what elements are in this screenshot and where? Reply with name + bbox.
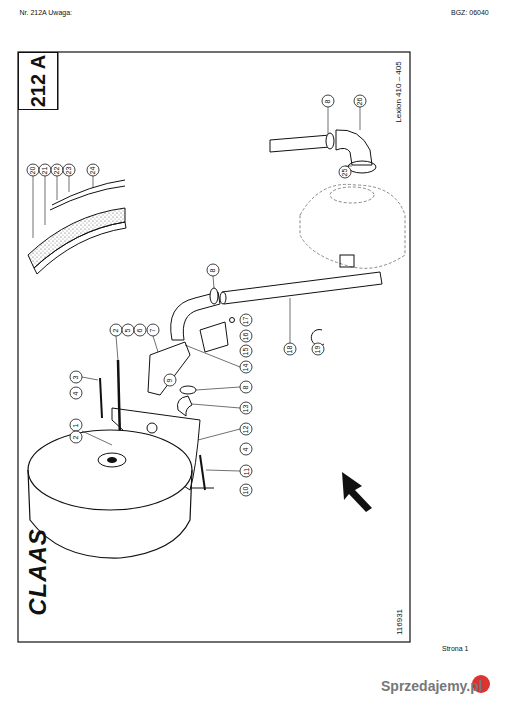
- callout-number: 18: [286, 345, 293, 353]
- callout-number: 22: [53, 166, 60, 174]
- callout-circle: [51, 164, 63, 176]
- callout-number: 20: [29, 166, 36, 174]
- callout-circle: [312, 343, 324, 355]
- callout-circle: [63, 164, 75, 176]
- callout-circle: [122, 324, 134, 336]
- callout-circle: [70, 371, 82, 383]
- brand-logo: CLAAS: [26, 528, 50, 616]
- callout-number: 8: [209, 268, 216, 272]
- callout-number: 6: [136, 328, 143, 332]
- callout-number: 26: [356, 97, 363, 105]
- callout-number: 11: [243, 467, 250, 474]
- callout-number: 2: [72, 435, 79, 439]
- callout-circle: [240, 423, 252, 435]
- callout-circle: [207, 264, 219, 276]
- callout-number: 21: [41, 166, 48, 174]
- callout-circle: [354, 95, 366, 107]
- callout-number: 4: [242, 447, 249, 451]
- callout-number: 8: [324, 99, 331, 103]
- callout-circle: [240, 484, 252, 496]
- callout-circle: [110, 324, 122, 336]
- callout-circle: [87, 164, 99, 176]
- callout-number: 4: [72, 391, 79, 395]
- callout-circle: [164, 374, 176, 386]
- callout-circle: [70, 419, 82, 431]
- callout-circle: [134, 324, 146, 336]
- callout-number: 10: [242, 486, 249, 494]
- sheet-text: Lexion 410 – 405: [394, 61, 402, 122]
- callout-number: 23: [65, 166, 72, 174]
- callout-number: 24: [89, 166, 96, 174]
- callout-circle: [284, 343, 296, 355]
- callout-number: 3: [72, 375, 79, 379]
- sheet-text: Nr. 212A Uwaga:: [20, 9, 73, 16]
- watermark: Sprzedajemy.pl: [381, 679, 483, 693]
- callout-number: 14: [242, 363, 249, 371]
- callout-circle: [339, 166, 351, 178]
- callout-number: 1: [72, 423, 79, 427]
- callout-circle: [240, 402, 252, 414]
- callout-circle: [240, 465, 252, 477]
- sheet-number: 212 A: [28, 55, 48, 108]
- callout-circle: [240, 330, 252, 342]
- callout-number: 12: [242, 425, 249, 433]
- callout-number: 9: [166, 378, 173, 382]
- callout-number: 8: [242, 385, 249, 389]
- sheet-text: Strona 1: [442, 645, 468, 652]
- callout-circle: [147, 324, 159, 336]
- callout-circle: [240, 381, 252, 393]
- callout-number: 7: [149, 328, 156, 332]
- callout-number: 5: [124, 328, 131, 332]
- sheet-text: 116931: [396, 609, 404, 635]
- callout-number: 25: [341, 168, 348, 176]
- callout-circle: [70, 431, 82, 443]
- callout-number: 16: [242, 332, 249, 340]
- callout-number: 2: [112, 328, 119, 332]
- callout-circle: [240, 314, 252, 326]
- callout-number: 17: [242, 316, 249, 324]
- callout-number: 19: [314, 345, 321, 353]
- callout-circle: [240, 361, 252, 373]
- callout-number: 13: [242, 404, 249, 412]
- title-box: 212 A: [18, 52, 58, 110]
- callout-circle: [240, 443, 252, 455]
- callout-circle: [27, 164, 39, 176]
- callout-circle: [322, 95, 334, 107]
- sheet-text: BGZ: 06040: [451, 9, 489, 16]
- callout-circle: [39, 164, 51, 176]
- callout-circle: [70, 387, 82, 399]
- callout-number: 15: [242, 347, 249, 355]
- callout-circle: [240, 345, 252, 357]
